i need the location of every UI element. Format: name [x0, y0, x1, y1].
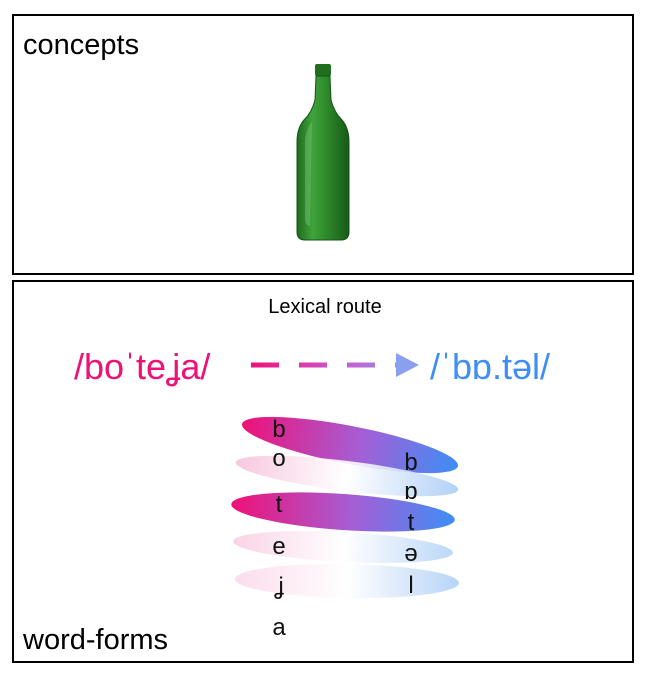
bottle-image: [296, 64, 350, 241]
segment-mappings: [231, 416, 459, 599]
target-segment: l: [408, 572, 413, 599]
target-segment: t: [408, 509, 415, 536]
mapping-t-t: [231, 492, 455, 532]
mapping-b-b: [241, 416, 459, 474]
mapping-e-schwa: [233, 530, 453, 564]
concepts-label: concepts: [23, 29, 140, 61]
mapping-jj-l: [235, 563, 459, 599]
target-segment: b: [404, 449, 417, 476]
route-arrow-head: [396, 353, 419, 377]
target-segment: ə: [404, 540, 417, 567]
source-word-form: /boˈteʝa/: [74, 346, 210, 387]
target-segment: ɒ: [404, 478, 417, 505]
route-arrow: [251, 353, 419, 377]
source-segment: ʝ: [274, 573, 284, 600]
mapping-o-open-o: [235, 455, 459, 497]
source-segment: t: [276, 491, 283, 518]
source-segment: e: [272, 533, 285, 560]
bottle-body: [296, 75, 350, 241]
source-segment: o: [272, 445, 285, 472]
target-word-form: /ˈbɒ.təl/: [430, 346, 550, 387]
source-segment: b: [272, 416, 285, 443]
bottle-cap: [315, 64, 331, 76]
bottle-highlight: [305, 122, 312, 226]
source-segment: a: [272, 614, 286, 641]
lexical-route-title: Lexical route: [268, 296, 381, 318]
word-forms-label: word-forms: [23, 624, 169, 656]
